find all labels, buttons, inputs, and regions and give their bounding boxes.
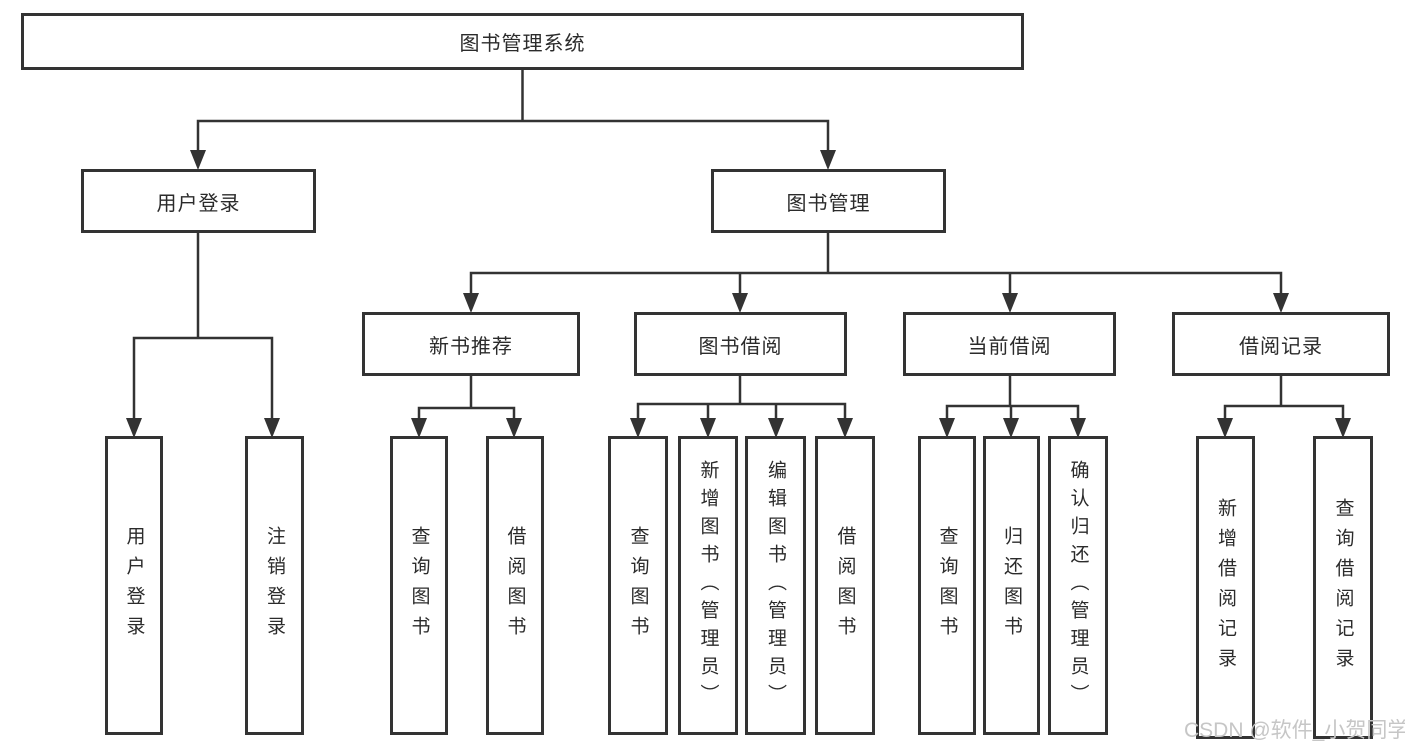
connector-newbooks-rail xyxy=(417,406,516,420)
leaf-label: 查询图书 xyxy=(408,525,430,646)
leaf-borrow-books-1: 借阅图书 xyxy=(486,436,544,735)
leaf-borrow-books-2: 借阅图书 xyxy=(815,436,875,735)
arrowhead xyxy=(411,418,427,438)
arrowhead xyxy=(1002,293,1018,313)
leaf-add-books-admin: 新增图书（管理员） xyxy=(678,436,738,735)
node-borrowing-records-label: 借阅记录 xyxy=(1239,335,1323,358)
leaf-query-books-2: 查询图书 xyxy=(608,436,668,735)
leaf-logout: 注销登录 xyxy=(245,436,304,735)
arrowhead xyxy=(463,293,479,313)
leaf-label: 借阅图书 xyxy=(834,525,856,646)
connector-level2-rail xyxy=(196,119,830,152)
node-new-book-recommend-label: 新书推荐 xyxy=(429,335,513,358)
arrowhead xyxy=(820,150,836,170)
node-book-management-label: 图书管理 xyxy=(786,192,871,215)
leaf-return-books: 归还图书 xyxy=(983,436,1040,735)
leaf-label: 新增借阅记录 xyxy=(1215,497,1236,678)
connector-borrow-rail xyxy=(636,402,847,420)
arrowhead xyxy=(190,150,206,170)
leaf-user-login: 用户登录 xyxy=(105,436,163,735)
connector-userlogin-rail xyxy=(132,336,274,420)
node-new-book-recommend: 新书推荐 xyxy=(362,312,580,376)
arrowhead xyxy=(506,418,522,438)
leaf-label: 用户登录 xyxy=(123,525,145,646)
leaf-label: 确认归还（管理员） xyxy=(1067,459,1089,712)
arrowhead xyxy=(1273,293,1289,313)
node-book-management: 图书管理 xyxy=(711,169,946,233)
leaf-label: 借阅图书 xyxy=(504,525,526,646)
leaf-label: 查询图书 xyxy=(936,525,958,646)
arrowhead xyxy=(768,418,784,438)
leaf-label: 查询借阅记录 xyxy=(1332,497,1354,678)
arrowhead xyxy=(732,293,748,313)
leaf-edit-books-admin: 编辑图书（管理员） xyxy=(745,436,806,735)
connector-current-rail xyxy=(945,404,1080,420)
node-book-borrowing-label: 图书借阅 xyxy=(698,335,783,358)
arrowhead xyxy=(264,418,280,438)
arrowhead xyxy=(1070,418,1086,438)
node-book-borrowing: 图书借阅 xyxy=(634,312,847,376)
arrowhead xyxy=(126,418,142,438)
arrowhead xyxy=(630,418,646,438)
node-root-label: 图书管理系统 xyxy=(459,33,586,55)
arrowhead xyxy=(939,418,955,438)
node-current-borrowing-label: 当前借阅 xyxy=(967,335,1052,358)
connector-level3-rail xyxy=(469,271,1283,295)
leaf-query-borrow-record: 查询借阅记录 xyxy=(1313,436,1373,739)
leaf-label: 注销登录 xyxy=(264,525,285,646)
leaf-query-books-1: 查询图书 xyxy=(390,436,448,735)
arrowhead xyxy=(1003,418,1019,438)
csdn-watermark: CSDN @软件_小贺同学 xyxy=(1184,719,1405,742)
arrowhead xyxy=(1335,418,1351,438)
leaf-query-books-3: 查询图书 xyxy=(918,436,976,735)
arrowhead xyxy=(1217,418,1233,438)
node-current-borrowing: 当前借阅 xyxy=(903,312,1116,376)
node-user-login-label: 用户登录 xyxy=(156,192,241,215)
node-user-login: 用户登录 xyxy=(81,169,316,233)
arrowhead xyxy=(700,418,716,438)
leaf-label: 编辑图书（管理员） xyxy=(765,459,786,712)
arrowhead xyxy=(837,418,853,438)
node-borrowing-records: 借阅记录 xyxy=(1172,312,1390,376)
leaf-label: 归还图书 xyxy=(1001,525,1022,646)
leaf-confirm-return-admin: 确认归还（管理员） xyxy=(1048,436,1108,735)
leaf-label: 查询图书 xyxy=(627,525,649,646)
leaf-add-borrow-record: 新增借阅记录 xyxy=(1196,436,1255,739)
node-root: 图书管理系统 xyxy=(21,13,1024,70)
leaf-label: 新增图书（管理员） xyxy=(697,459,719,712)
connector-records-rail xyxy=(1223,404,1345,420)
